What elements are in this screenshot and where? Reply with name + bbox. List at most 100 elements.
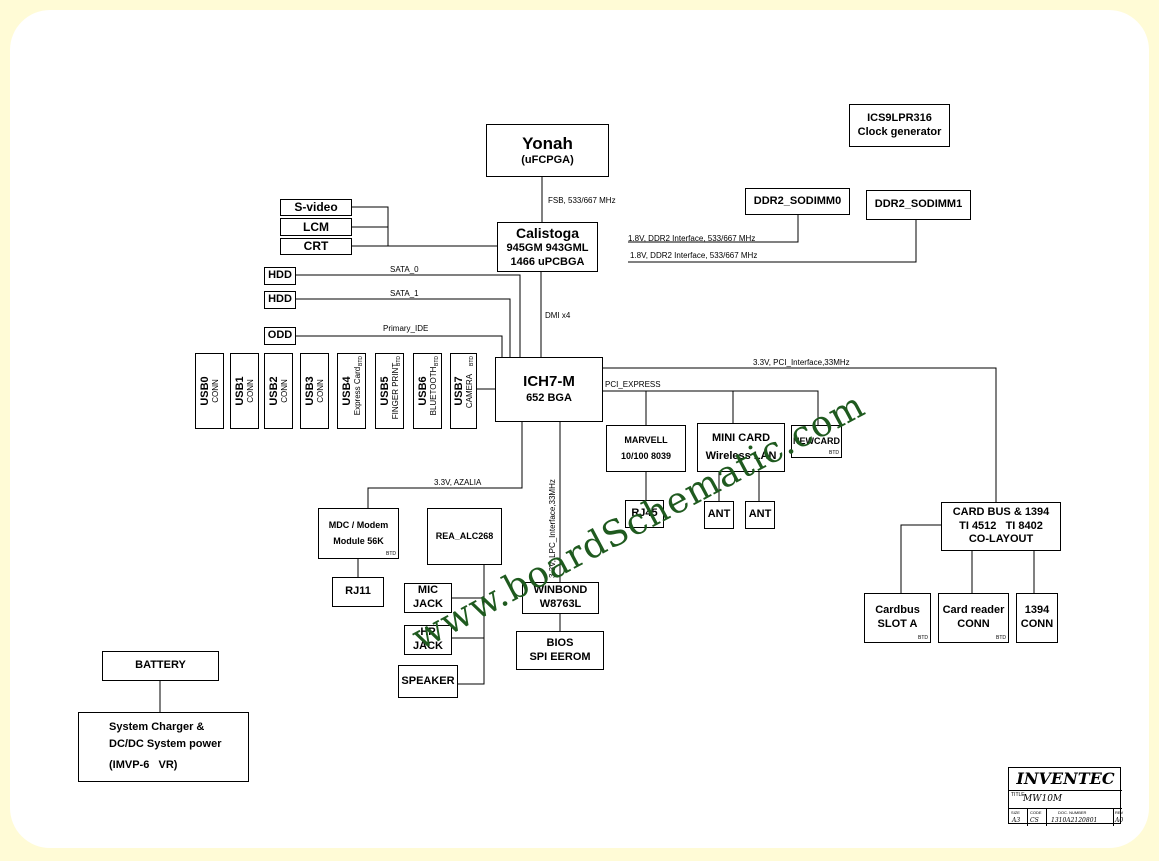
cardbus-slot-a: Cardbus SLOT A BTD	[864, 593, 931, 643]
wire-cardbus	[900, 524, 941, 593]
card-reader: Card reader CONN BTD	[938, 593, 1009, 643]
usb-port-name: USB3	[303, 376, 316, 406]
svideo-box: S-video	[280, 199, 352, 216]
title-block-row: SIZE A3 CODE CS DOC. NUMBER 1310A2120801…	[1009, 808, 1124, 826]
hp-jack: HP JACK	[404, 625, 452, 655]
odd-box: ODD	[264, 327, 296, 345]
sb-sub: 652 BGA	[526, 392, 572, 404]
card-reader-btd: BTD	[996, 634, 1006, 641]
hdd1-label: HDD	[268, 293, 292, 306]
wire-ddr0	[628, 215, 799, 243]
cpu-yonah: Yonah (uFCPGA)	[486, 124, 609, 177]
marvell-line1: MARVELL	[624, 435, 668, 446]
hp-line2: JACK	[413, 640, 443, 652]
marvell-lan: MARVELL 10/100 8039	[606, 425, 686, 472]
usb-port-sub: BLUETOOTH	[428, 366, 438, 416]
code-key: CODE	[1030, 810, 1042, 815]
wire-sata1	[296, 298, 511, 357]
conn1394-line1: 1394	[1024, 604, 1050, 617]
wire-rea	[458, 565, 485, 685]
usb-port-name: USB4	[340, 376, 353, 406]
charger-line3: (IMVP-6 VR)	[109, 758, 178, 771]
ddr2-sodimm0: DDR2_SODIMM0	[745, 188, 850, 215]
wire-sata0	[296, 274, 521, 357]
bios-rom: BIOS SPI EEROM	[516, 631, 604, 670]
card-reader-line1: Card reader	[942, 604, 1005, 617]
size-value: A3	[1012, 817, 1021, 824]
size-key: SIZE	[1011, 810, 1020, 815]
rj11: RJ11	[332, 577, 384, 607]
hdd1-box: HDD	[264, 291, 296, 309]
nb-sub1: 945GM 943GML	[506, 242, 589, 254]
usb-port-btd: BTD	[469, 356, 475, 366]
lcm-label: LCM	[303, 219, 329, 234]
label-ddr-b: 1.8V, DDR2 Interface, 533/667 MHz	[630, 251, 758, 260]
title-key: TITLE	[1011, 792, 1025, 798]
charger-line2: DC/DC System power	[109, 738, 222, 751]
nb-title: Calistoga	[515, 224, 579, 241]
usb-port-name: USB1	[233, 376, 246, 406]
winbond-ec: WINBOND W8763L	[522, 582, 599, 614]
usb-port-btd: BTD	[434, 356, 440, 366]
label-ddr-a: 1.8V, DDR2 Interface, 533/667 MHz	[628, 234, 756, 243]
bios-line1: BIOS	[546, 636, 574, 649]
ddr2-sodimm1-label: DDR2_SODIMM1	[874, 198, 963, 211]
label-azalia: 3.3V, AZALIA	[434, 478, 482, 487]
usb-port-name: USB6	[416, 376, 429, 406]
usb-port-sub: CAMERA	[464, 373, 474, 409]
doc-value: 1310A2120801	[1051, 817, 1098, 824]
label-pci: 3.3V, PCI_Interface,33MHz	[753, 358, 850, 367]
rev-value: A0	[1115, 817, 1124, 824]
newcard: NEWCARD BTD	[791, 425, 842, 458]
rj45-label: RJ45	[631, 507, 658, 520]
usb-port-name: USB2	[267, 376, 280, 406]
crt-box: CRT	[280, 238, 352, 255]
rea-alc268: REA_ALC268	[427, 508, 502, 565]
usb-port-name: USB7	[452, 376, 465, 406]
nb-sub2: 1466 uPCBGA	[510, 255, 585, 268]
antenna-1: ANT	[704, 501, 734, 529]
rev-key: REV	[1115, 810, 1124, 815]
usb-port-sub: CONN	[210, 379, 220, 403]
wire-svideo	[352, 206, 389, 246]
battery-label: BATTERY	[135, 659, 186, 672]
wire-pci	[603, 367, 997, 502]
ddr2-sodimm1: DDR2_SODIMM1	[866, 190, 971, 220]
cpu-title: Yonah	[522, 134, 573, 153]
mdc-line1: MDC / Modem	[328, 520, 389, 531]
rj45: RJ45	[625, 500, 664, 528]
clock-line1: ICS9LPR316	[867, 111, 932, 124]
wire-azalia	[367, 422, 523, 508]
title-value: MW10M	[1023, 794, 1063, 804]
rj11-label: RJ11	[345, 585, 371, 598]
usb-port-btd: BTD	[396, 356, 402, 366]
cardbus-slot-btd: BTD	[918, 634, 928, 641]
mic-line2: JACK	[413, 598, 443, 610]
newcard-label: NEWCARD	[793, 435, 840, 446]
label-dmi: DMI x4	[545, 311, 571, 320]
system-charger: System Charger & DC/DC System power (IMV…	[78, 712, 249, 782]
usb-port-sub: CONN	[279, 379, 289, 403]
cardbus-line2: TI 4512 TI 8402	[959, 519, 1043, 532]
winbond-line1: WINBOND	[533, 584, 588, 597]
cardbus-1394: CARD BUS & 1394 TI 4512 TI 8402 CO-LAYOU…	[941, 502, 1061, 551]
code-value: CS	[1030, 817, 1039, 824]
minicard-line2: Wireless LAN	[705, 449, 777, 462]
wire-pcie	[603, 390, 819, 425]
crt-label: CRT	[303, 239, 329, 253]
rea-label: REA_ALC268	[435, 530, 494, 541]
southbridge-ich7: ICH7-M 652 BGA	[495, 357, 603, 422]
